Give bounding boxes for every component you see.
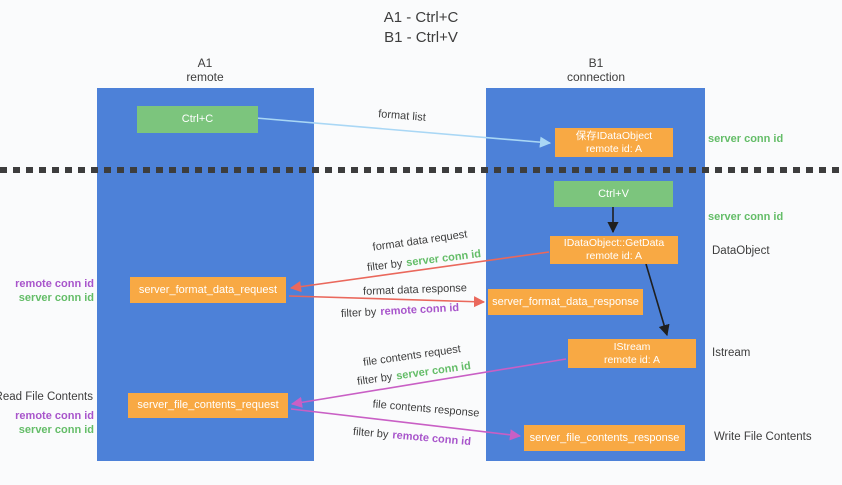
node-getdata-line1: IDataObject::GetData [563,237,665,249]
node-istream-line1: IStream [613,340,651,353]
label-remote-conn-id-2: remote conn id [15,410,94,422]
filter-by-text: filter by [356,371,394,388]
title-line-1: A1 - Ctrl+C [383,9,459,26]
label-dataobject: DataObject [712,245,770,257]
node-ctrl-v: Ctrl+V [554,181,673,207]
label-remote-conn-id-1: remote conn id [15,278,94,290]
label-istream: Istream [712,347,751,359]
lane-header-b1: B1 connection [536,56,656,84]
filter-by-text: filter by [340,306,377,321]
node-server-file-contents-response: server_file_contents_response [524,425,685,451]
lane-header-a1: A1 remote [145,56,265,84]
diagram-title: A1 - Ctrl+C B1 - Ctrl+V [0,8,842,48]
dotted-divider-line [0,167,842,173]
arrow-label-format-data-request: format data request [371,228,469,254]
label-server-conn-id-1: server conn id [18,292,94,304]
filter-by-text: filter by [352,425,389,441]
filter-by-text: filter by [366,257,404,274]
remote-conn-id-text: remote conn id [380,301,460,319]
node-idataobject-getdata: IDataObject::GetData remote id: A [550,236,678,264]
arrow-label-filter-by-remote-2: filter by remote conn id [353,426,472,448]
node-getdata-line2: remote id: A [585,250,643,262]
label-server-conn-id-top: server conn id [708,133,784,145]
node-ctrl-c-label: Ctrl+C [181,113,214,125]
node-ctrl-v-label: Ctrl+V [598,187,629,200]
node-format-request-label: server_format_data_request [138,283,278,296]
remote-conn-id-text: remote conn id [391,429,472,449]
node-server-format-data-response: server_format_data_response [488,289,643,315]
node-server-format-data-request: server_format_data_request [130,277,286,303]
lane-b1-name: B1 [588,56,604,70]
label-server-conn-id-2: server conn id [18,424,94,436]
arrow-label-filter-by-remote-1: filter by remote conn id [341,302,460,320]
server-conn-id-text: server conn id [395,360,472,383]
label-write-file-contents: Write File Contents [714,431,812,443]
arrow-label-format-list: format list [377,108,427,124]
lane-a1-name: A1 [197,56,213,70]
server-conn-id-text: server conn id [405,248,482,270]
label-server-conn-id-mid: server conn id [708,211,784,223]
node-istream: IStream remote id: A [568,339,696,368]
arrow-label-format-data-response: format data response [362,282,468,298]
title-line-2: B1 - Ctrl+V [384,29,458,46]
node-save-idataobject: 保存IDataObject remote id: A [555,128,673,157]
node-ctrl-c: Ctrl+C [137,106,258,133]
lane-b1-role: connection [566,70,626,84]
node-server-file-contents-request: server_file_contents_request [128,393,288,418]
node-file-response-label: server_file_contents_response [529,431,680,444]
node-istream-line2: remote id: A [603,353,661,366]
node-save-line2: remote id: A [585,142,643,155]
lane-a1-role: remote [186,70,224,84]
node-save-line1: 保存IDataObject [575,129,653,142]
node-file-request-label: server_file_contents_request [137,399,279,411]
node-format-response-label: server_format_data_response [492,295,639,308]
label-read-file-contents: Read File Contents [0,391,93,403]
arrow-label-file-contents-response: file contents response [372,398,480,420]
